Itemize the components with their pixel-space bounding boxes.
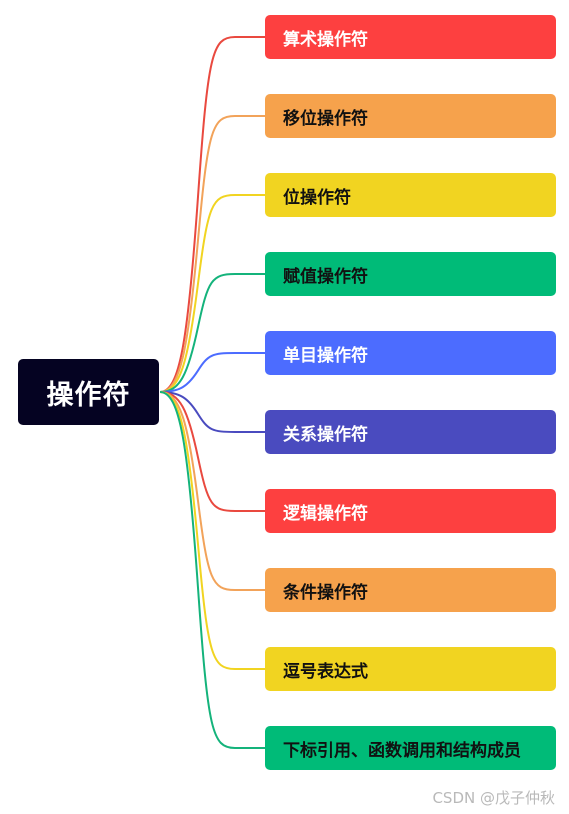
connector-line (159, 391, 265, 433)
connector-line (159, 391, 265, 670)
branch-node: 移位操作符 (265, 94, 556, 138)
branch-node: 赋值操作符 (265, 252, 556, 296)
branch-label: 条件操作符 (283, 582, 368, 603)
branch-node: 下标引用、函数调用和结构成员 (265, 726, 556, 770)
branch-node: 逗号表达式 (265, 647, 556, 691)
branch-node: 单目操作符 (265, 331, 556, 375)
root-label: 操作符 (46, 379, 131, 411)
connector-line (159, 391, 265, 591)
branch-node: 条件操作符 (265, 568, 556, 612)
branch-label: 单目操作符 (283, 345, 368, 366)
branch-label: 赋值操作符 (283, 266, 368, 287)
branch-node: 位操作符 (265, 173, 556, 217)
branch-label: 逻辑操作符 (283, 503, 368, 524)
branch-node: 算术操作符 (265, 15, 556, 59)
connector-line (159, 391, 265, 512)
connector-line (159, 194, 265, 393)
branch-label: 关系操作符 (283, 424, 368, 445)
watermark: CSDN @戊子仲秋 (432, 789, 555, 807)
branch-node: 逻辑操作符 (265, 489, 556, 533)
branch-node: 关系操作符 (265, 410, 556, 454)
branch-label: 下标引用、函数调用和结构成员 (283, 740, 521, 761)
connector-line (159, 273, 265, 393)
connector-line (159, 115, 265, 393)
connector-line (159, 36, 265, 393)
branch-label: 算术操作符 (283, 29, 368, 50)
connector-line (159, 391, 265, 749)
branch-label: 移位操作符 (283, 108, 368, 129)
root-node: 操作符 (18, 359, 159, 425)
connector-line (159, 352, 265, 393)
branch-label: 逗号表达式 (283, 661, 368, 682)
branch-label: 位操作符 (283, 187, 351, 208)
